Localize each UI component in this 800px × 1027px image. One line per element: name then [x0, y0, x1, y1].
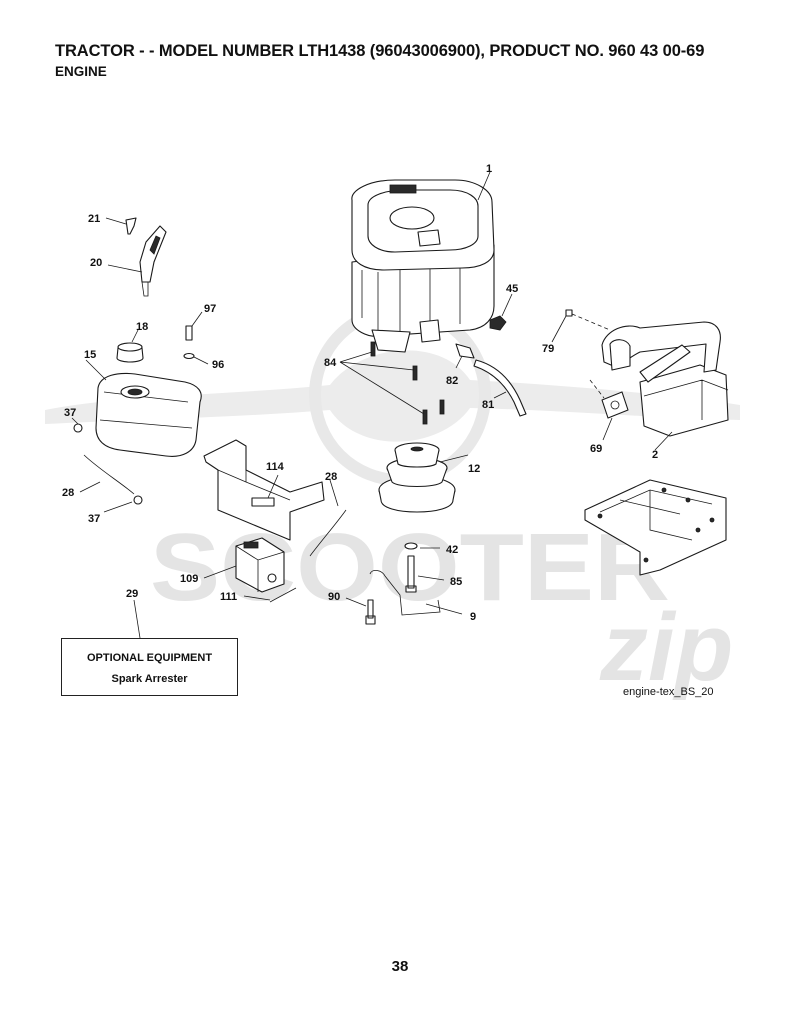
part-number-96: 96 [212, 359, 224, 371]
page-subtitle: ENGINE [55, 64, 107, 79]
part-number-111: 111 [220, 591, 237, 603]
optional-equipment-item: Spark Arrester [111, 673, 188, 685]
nut-part-45 [489, 315, 507, 331]
part-number-45: 45 [506, 283, 518, 295]
optional-equipment-box: OPTIONAL EQUIPMENT Spark Arrester [61, 638, 238, 696]
part-number-97: 97 [204, 303, 216, 315]
part-number-18: 18 [136, 321, 148, 333]
fuel-cap-part-18 [116, 342, 144, 363]
part-number-28a: 28 [62, 487, 74, 499]
muffler-part-2 [601, 321, 729, 437]
part-number-2: 2 [652, 449, 658, 461]
bracket-part-114 [203, 439, 325, 541]
hose-part-81 [473, 359, 527, 417]
washer-part-42 [404, 542, 418, 550]
part-number-42: 42 [446, 544, 458, 556]
part-number-109: 109 [180, 573, 198, 585]
washer-part-96 [183, 352, 195, 360]
part-number-20: 20 [90, 257, 102, 269]
engine-assembly [351, 179, 495, 353]
fuel-tank-part-15 [95, 372, 202, 457]
optional-equipment-title: OPTIONAL EQUIPMENT [86, 652, 213, 664]
part-number-90: 90 [328, 591, 340, 603]
fuel-line-part-28a [83, 454, 135, 495]
page-number: 38 [391, 958, 409, 975]
clip-part-111 [269, 587, 297, 603]
clamp-part-37a [73, 423, 83, 433]
engine-mount-plate [584, 479, 727, 576]
part-number-37a: 37 [64, 407, 76, 419]
bolt-part-90 [365, 599, 376, 625]
bolt-part-79 [565, 309, 573, 317]
part-number-1: 1 [486, 163, 492, 175]
part-number-81: 81 [482, 399, 494, 411]
figure-code: engine-tex_BS_20 [623, 686, 714, 698]
part-number-114: 114 [266, 461, 285, 473]
bolts-part-84 [370, 341, 445, 425]
gasket-part-69 [601, 391, 629, 419]
screw-part-21 [125, 217, 137, 235]
pulley-part-12 [378, 442, 456, 513]
page-header: TRACTOR - - MODEL NUMBER LTH1438 (960430… [55, 42, 775, 79]
part-number-28b: 28 [325, 471, 337, 483]
part-number-79: 79 [542, 343, 554, 355]
fuel-line-part-28b [309, 509, 347, 557]
rod-part-9 [369, 570, 441, 616]
part-number-29: 29 [126, 588, 138, 600]
watermark-script-text: zip [599, 594, 733, 701]
clamp-part-37b [133, 495, 143, 505]
bolt-part-97 [185, 325, 193, 341]
part-number-21: 21 [88, 213, 100, 225]
part-number-85: 85 [450, 576, 462, 588]
fuel-filter-part-109 [235, 537, 285, 593]
part-number-12: 12 [468, 463, 480, 475]
bolt-part-85 [405, 555, 417, 593]
leader-lines [71, 171, 673, 639]
page-title: TRACTOR - - MODEL NUMBER LTH1438 (960430… [55, 42, 705, 60]
throttle-control-part-20 [139, 225, 167, 297]
part-number-15: 15 [84, 349, 96, 361]
connector-part-82 [455, 343, 475, 359]
part-number-9: 9 [470, 611, 476, 623]
part-number-37b: 37 [88, 513, 100, 525]
part-number-69: 69 [590, 443, 602, 455]
part-number-84: 84 [324, 357, 337, 369]
part-number-82: 82 [446, 375, 458, 387]
